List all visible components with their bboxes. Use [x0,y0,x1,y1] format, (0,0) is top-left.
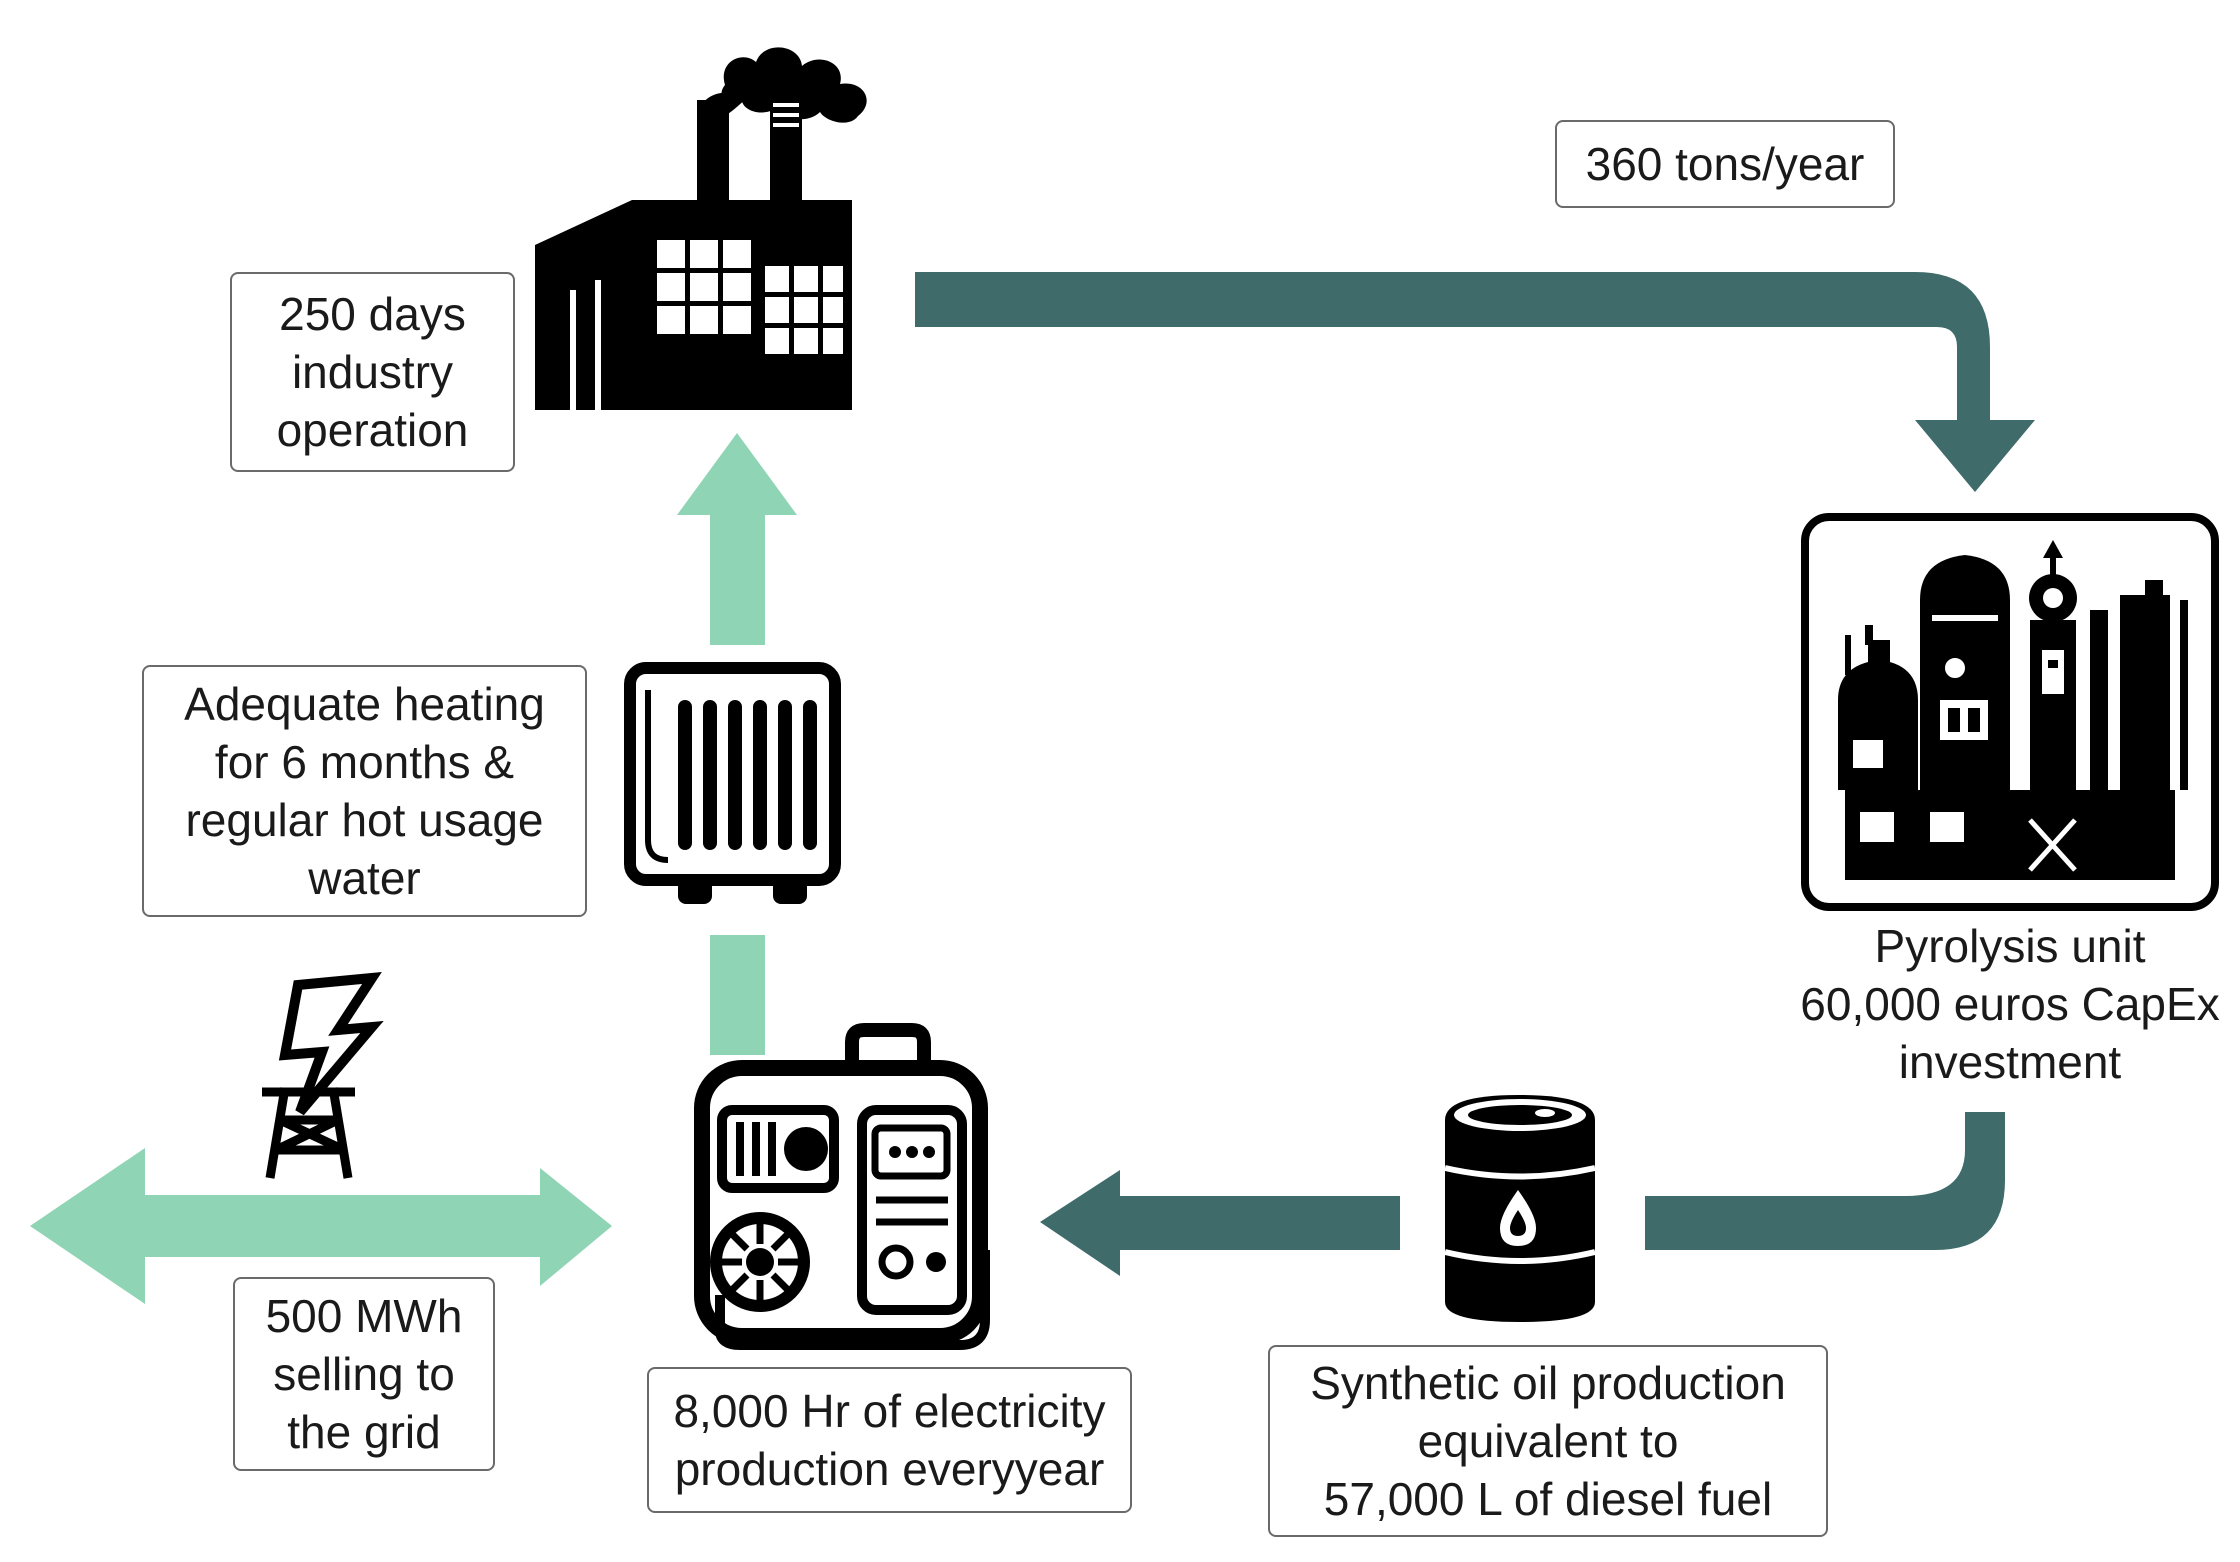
factory-icon [535,47,867,410]
label-industry-operation: 250 days industry operation [230,272,515,472]
flow-arrow-generator-to-radiator [710,935,765,1055]
label-electricity-production: 8,000 Hr of electricity production every… [647,1367,1132,1513]
generator-icon [694,1023,990,1350]
flow-arrow-barrel-to-generator [1040,1170,1400,1276]
label-pyrolysis-unit: Pyrolysis unit 60,000 euros CapEx invest… [1800,920,2220,1088]
label-grid-sales: 500 MWh selling to the grid [233,1277,495,1471]
flow-arrow-pyrolysis-to-barrel [1645,1112,2005,1250]
radiator-icon [624,662,841,904]
flow-arrow-grid-exchange [30,1148,612,1304]
label-heating: Adequate heating for 6 months & regular … [142,665,587,917]
flow-arrow-factory-to-pyrolysis [915,272,2035,492]
flow-arrow-radiator-to-factory [677,433,797,645]
power-tower-icon [262,972,384,1179]
oil-barrel-icon [1444,1095,1596,1322]
label-synthetic-oil: Synthetic oil production equivalent to 5… [1268,1345,1828,1537]
label-tons-per-year: 360 tons/year [1555,120,1895,208]
pyrolysis-plant-icon [1801,513,2219,911]
